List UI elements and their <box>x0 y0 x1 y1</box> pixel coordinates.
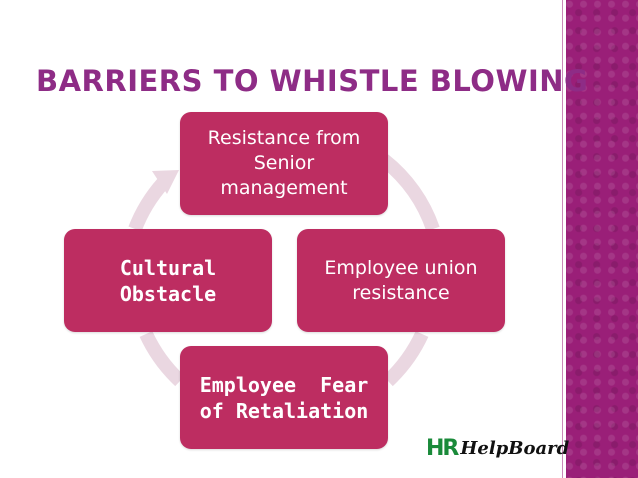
arc-top-right <box>379 154 440 232</box>
node-line: management <box>220 177 348 199</box>
node-employee-union-resistance: Employee union resistance <box>297 229 505 332</box>
logo-text: HelpBoard <box>460 437 570 459</box>
node-fear-of-retaliation: Employee Fear of Retaliation <box>180 346 388 449</box>
arc-bottom-left <box>139 330 185 387</box>
node-line: Obstacle <box>119 281 217 306</box>
arrow-head-top-left <box>152 170 179 194</box>
node-line: Cultural <box>119 255 217 280</box>
node-line: Employee Fear <box>199 372 369 397</box>
node-line: resistance <box>352 281 450 304</box>
node-line: Senior <box>253 152 315 174</box>
node-line: of Retaliation <box>199 398 369 423</box>
node-line: Resistance from <box>207 127 361 149</box>
node-cultural-obstacle: Cultural Obstacle <box>64 229 272 332</box>
node-senior-management-resistance: Resistance from Senior management <box>180 112 388 215</box>
decorative-side-band <box>566 0 638 478</box>
helpboard-logo: HR HelpBoard <box>426 435 569 461</box>
node-line: Employee union <box>324 256 478 279</box>
arc-top-left <box>128 178 169 232</box>
logo-mark: HR <box>426 435 459 461</box>
slide-title: BARRIERS TO WHISTLE BLOWING <box>36 64 589 98</box>
arc-bottom-right <box>383 330 429 387</box>
side-band-divider <box>562 0 563 478</box>
